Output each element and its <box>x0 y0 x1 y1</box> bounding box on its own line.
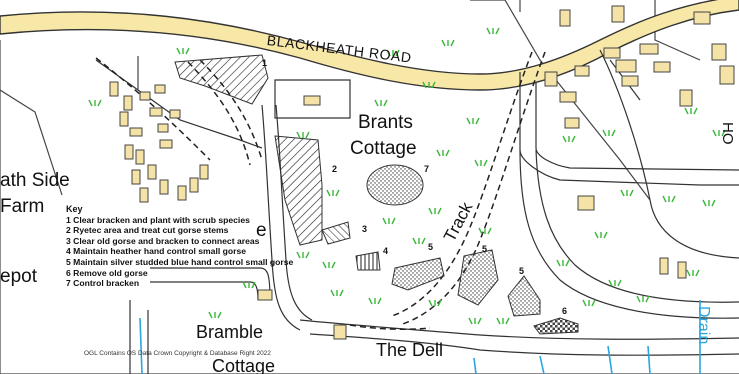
area-7 <box>366 164 424 206</box>
buildings <box>109 5 735 340</box>
bramble-label: Bramble <box>196 322 264 342</box>
enclosure <box>274 79 351 119</box>
area-3 <box>321 221 351 245</box>
cottage-label: Cottage <box>350 138 417 159</box>
key-item: 4 Maintain heather hand control small go… <box>66 246 247 257</box>
key-title: Key <box>66 204 83 214</box>
key-item: 2 Ryetec area and treat cut gorse stems <box>66 225 229 236</box>
brants-label: Brants <box>358 112 413 133</box>
key-item: 7 Control bracken <box>66 278 140 289</box>
blackheath-road <box>0 0 739 91</box>
key-item: 6 Remove old gorse <box>66 267 148 278</box>
area-6 <box>533 317 579 335</box>
the-dell-label: The Dell <box>376 340 444 360</box>
area-number-2: 2 <box>332 164 338 174</box>
farm-label: Farm <box>0 196 45 217</box>
drain-label: Drain <box>695 306 712 345</box>
management-areas <box>174 54 579 335</box>
map-key: Key 1 Clear bracken and plant with scrub… <box>66 204 293 289</box>
area-number-5a: 5 <box>428 242 434 252</box>
area-number-3: 3 <box>362 224 368 234</box>
area-4 <box>355 251 381 271</box>
area-5a <box>391 257 445 291</box>
area-number-7: 7 <box>424 164 430 174</box>
key-item: 5 Maintain silver studded blue hand cont… <box>66 256 294 267</box>
minor-roads <box>95 49 739 374</box>
area-number-5b: 5 <box>482 244 488 254</box>
depot-label: epot <box>0 266 37 287</box>
area-number-5c: 5 <box>519 266 525 276</box>
water-lines <box>139 300 701 374</box>
heath-side-label: ath Side <box>0 170 70 191</box>
area-2 <box>274 135 323 246</box>
area-number-4: 4 <box>383 246 389 256</box>
ho-label: HO <box>719 122 736 145</box>
key-item: 1 Clear bracken and plant with scrub spe… <box>66 214 250 225</box>
bramble-cottage-label: Cottage <box>212 356 276 374</box>
area-number-1: 1 <box>262 58 268 68</box>
key-item: 3 Clear old gorse and bracken to connect… <box>66 235 260 246</box>
area-number-6: 6 <box>562 306 568 316</box>
area-5b <box>457 249 499 306</box>
grass-symbols <box>88 27 726 325</box>
area-1 <box>174 54 269 105</box>
e-fragment-label: e <box>256 220 267 241</box>
area-5c <box>507 275 541 317</box>
copyright-notice: OGL Contains OS Data Crown Copyright & D… <box>84 350 271 357</box>
